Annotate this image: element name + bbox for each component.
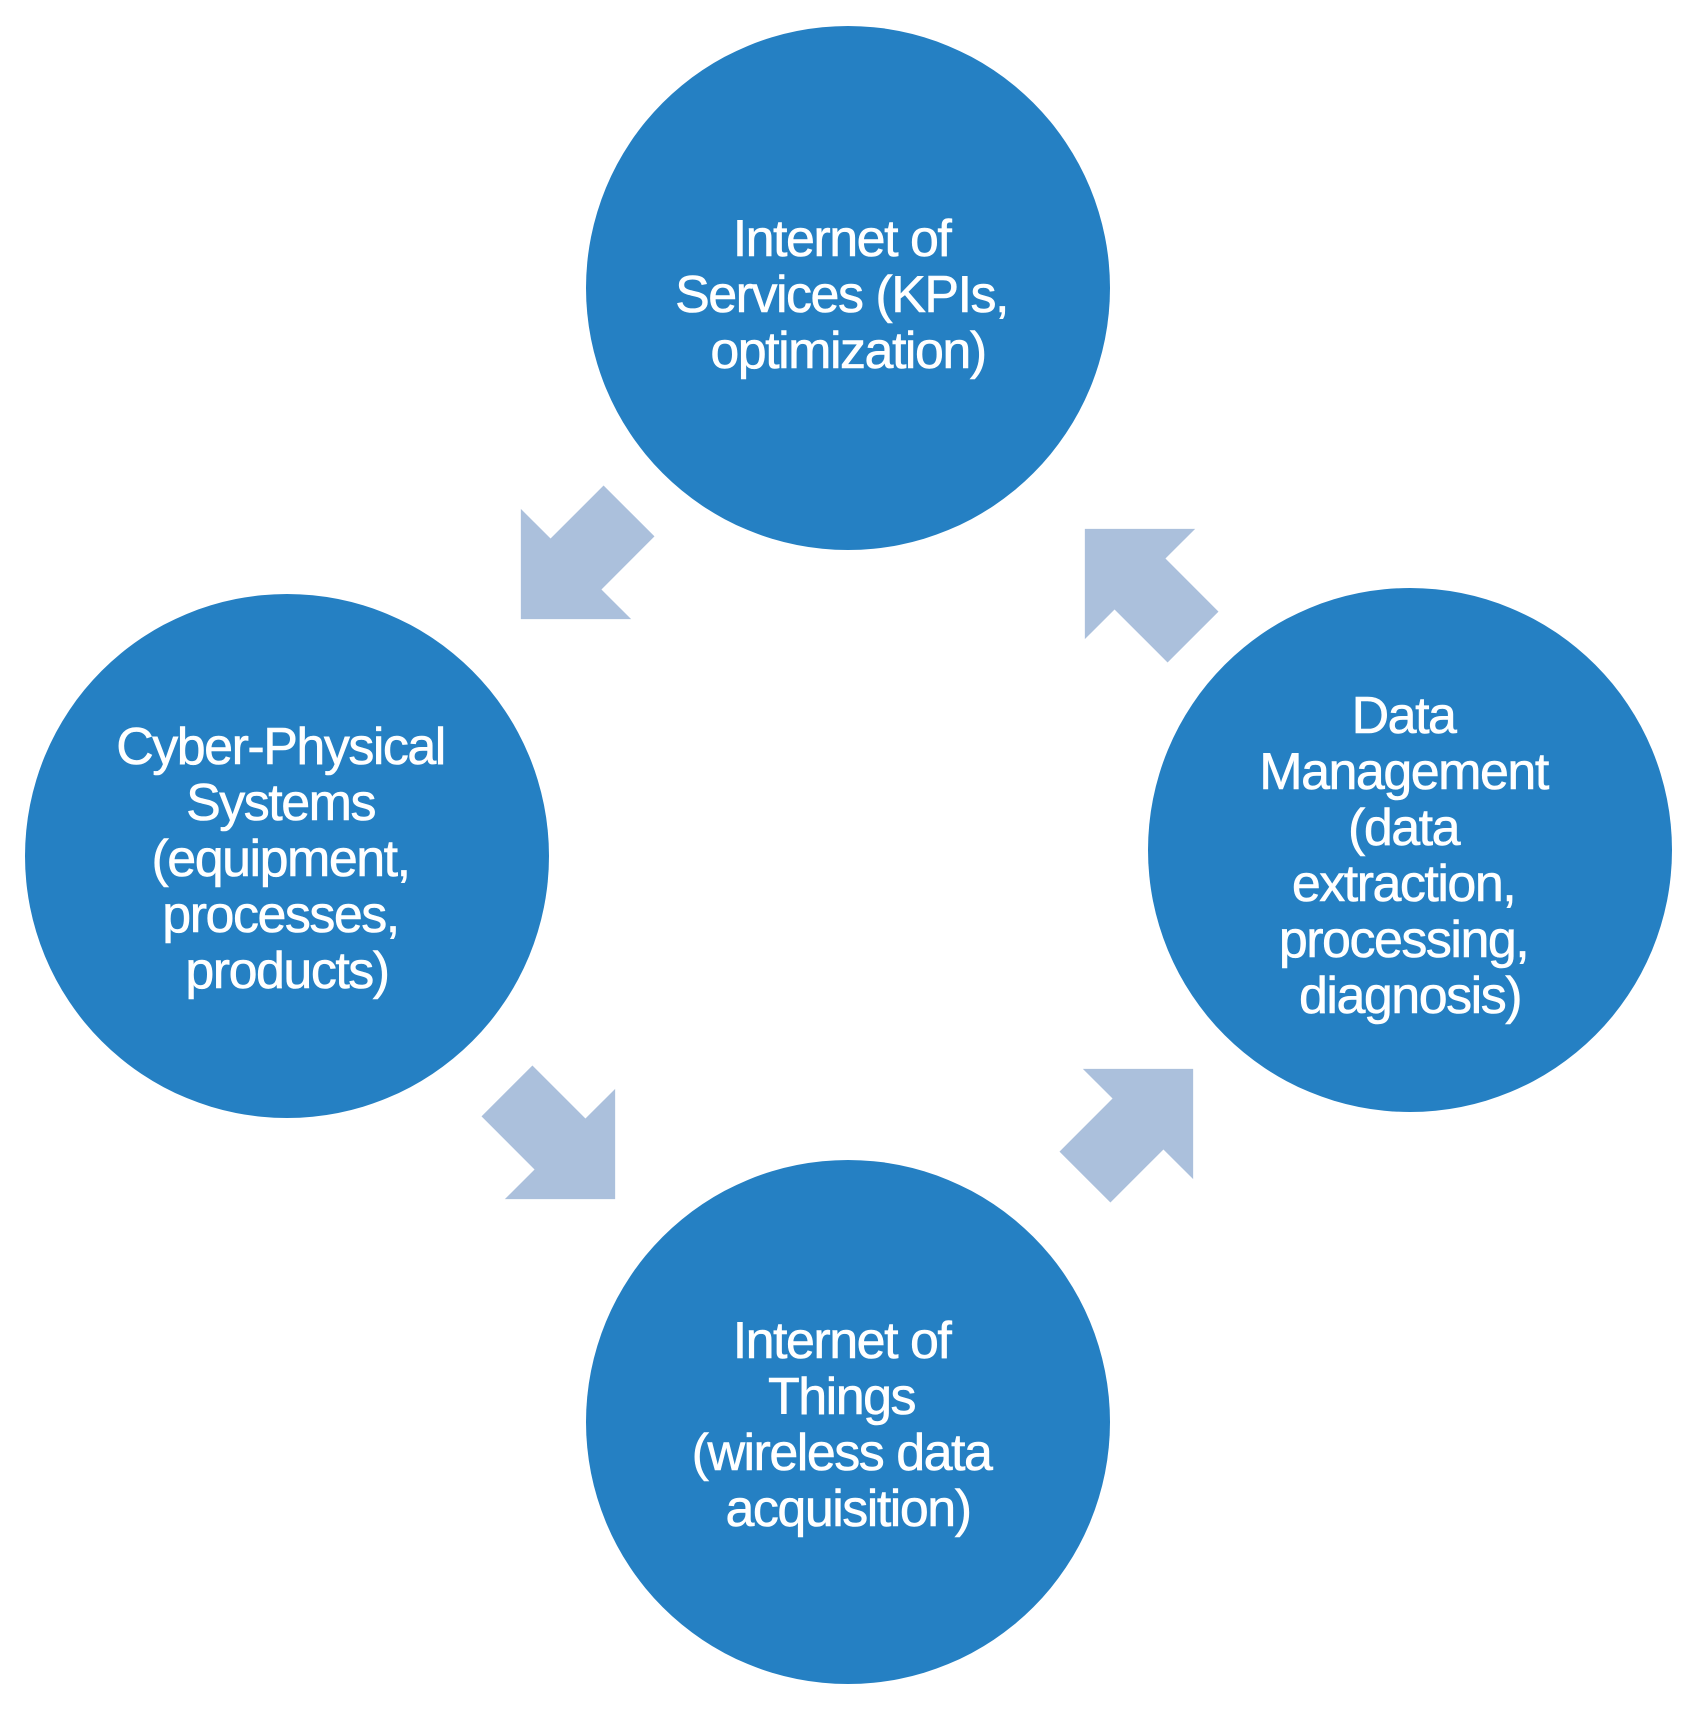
node-label: Internet of Services (KPIs, optimization… bbox=[675, 210, 1021, 380]
node-internet-of-services: Internet of Services (KPIs, optimization… bbox=[586, 26, 1110, 550]
arrow-cps-to-things bbox=[481, 1065, 616, 1200]
arrows-group bbox=[481, 485, 1219, 1203]
node-circle bbox=[1148, 588, 1672, 1112]
node-label: Internet of Things (wireless data acquis… bbox=[692, 1312, 1005, 1538]
node-circle bbox=[25, 594, 549, 1118]
node-internet-of-things: Internet of Things (wireless data acquis… bbox=[586, 1160, 1110, 1684]
node-circle bbox=[586, 1160, 1110, 1684]
arrow-things-to-data bbox=[1059, 1068, 1194, 1203]
node-circle bbox=[586, 26, 1110, 550]
node-label: Data Management (data extraction, proces… bbox=[1259, 687, 1560, 1025]
arrow-services-to-cps bbox=[520, 485, 655, 620]
node-label: Cyber-Physical Systems (equipment, proce… bbox=[116, 718, 458, 1000]
arrow-data-to-services bbox=[1084, 528, 1219, 663]
node-cyber-physical-systems: Cyber-Physical Systems (equipment, proce… bbox=[25, 594, 549, 1118]
node-data-management: Data Management (data extraction, proces… bbox=[1148, 588, 1672, 1112]
